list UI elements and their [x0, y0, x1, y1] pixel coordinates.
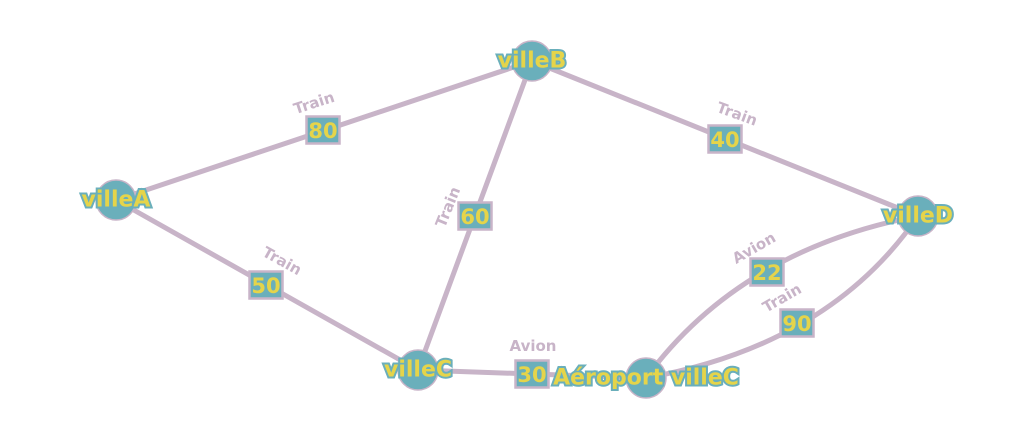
weight-value: 22 — [752, 261, 781, 285]
weight-box — [305, 115, 341, 145]
weight-box — [248, 270, 284, 300]
node-label: villeB — [498, 49, 567, 74]
node-circle — [625, 357, 667, 399]
edge-weight-villeB-villeC: 60 — [457, 201, 493, 231]
node-label: villeC — [384, 358, 452, 383]
node-villeB: villeB — [496, 40, 568, 82]
weight-box — [779, 308, 815, 338]
weight-value: 40 — [710, 128, 739, 152]
node-circle — [511, 40, 553, 82]
node-villeA: villeA — [80, 179, 152, 221]
weight-value: 50 — [251, 274, 280, 298]
weight-value: 60 — [460, 205, 489, 229]
edge-weight-villeA-villeB: 80 — [305, 115, 341, 145]
edge-weight-villeD-aeroport: 90 — [779, 308, 815, 338]
edge-weight-villeA-villeC: 50 — [248, 270, 284, 300]
node-label: villeA — [82, 188, 151, 213]
weight-value: 30 — [517, 363, 546, 387]
weights-layer: Train80Train40Train60Train50Avion30Avion… — [248, 88, 815, 389]
weight-value: 80 — [308, 119, 337, 143]
node-villeD: villeD — [881, 195, 955, 237]
node-label: villeD — [883, 204, 953, 229]
weight-box — [749, 257, 785, 287]
node-circle — [897, 195, 939, 237]
node-aeroport: Aéroport villeC — [551, 357, 741, 399]
weight-box — [514, 359, 550, 389]
nodes-layer: villeA villeB villeC villeD Aéroport villeC — [80, 40, 955, 399]
weight-box — [707, 124, 743, 154]
node-circle — [397, 349, 439, 391]
edge-mode-label-villeA-villeB: Train — [291, 88, 336, 118]
edge-weight-villeC-aeroport: 30 — [514, 359, 550, 389]
node-villeC: villeC — [382, 349, 454, 391]
edge-weight-aeroport-villeD: 22 — [749, 257, 785, 287]
node-circle — [95, 179, 137, 221]
edge-mode-label-villeC-aeroport: Avion — [510, 337, 557, 355]
node-label: Aéroport villeC — [553, 366, 739, 391]
weight-value: 90 — [782, 312, 811, 336]
edge-weight-villeB-villeD: 40 — [707, 124, 743, 154]
weight-box — [457, 201, 493, 231]
